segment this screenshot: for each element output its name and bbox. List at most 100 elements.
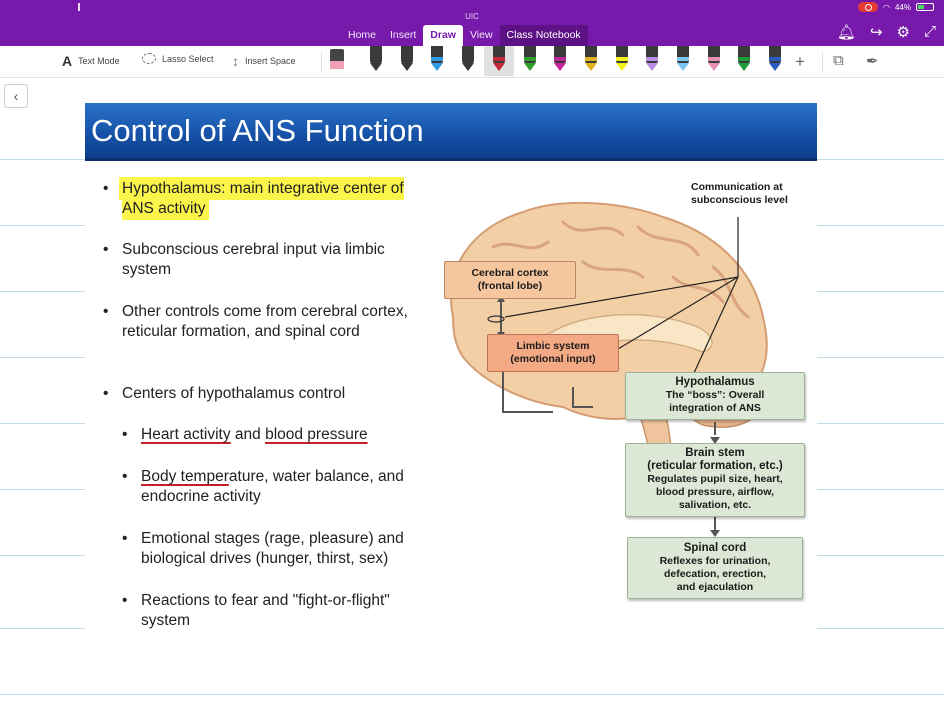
underlined-text: Heart activity [141,426,231,443]
pen-6-button[interactable] [515,46,545,76]
bell-icon[interactable]: 🔔︎ [836,24,856,41]
bullet-dot: • [122,468,128,485]
text-mode-label: Text Mode [78,56,120,66]
toolbar-divider-2 [822,52,823,72]
pen-color-band [523,57,536,61]
battery-icon [916,3,934,11]
status-cursor [78,3,80,11]
pen-tip [523,63,536,71]
wifi-icon: ◠ [883,2,890,12]
brain-stem-line3: blood pressure, airflow, [655,486,775,498]
insert-space-label: Insert Space [245,56,296,66]
ruled-line [0,694,944,695]
add-pen-icon[interactable]: + [795,52,805,71]
pen-5-button[interactable] [483,46,514,76]
screen-record-icon [858,2,878,12]
pen-14-button[interactable] [760,46,790,76]
bullet-text: Centers of hypothalamus control [122,385,346,402]
pen-color-band [370,57,382,61]
brain-stem-line4: salivation, etc. [678,499,752,511]
bullet-text: Heart activity and blood pressure [141,425,441,445]
cerebral-cortex-box: Cerebral cortex (frontal lobe) [444,261,576,299]
text-mode-icon: A [62,53,73,69]
pen-1-button[interactable] [361,46,391,76]
pen-color-band [462,57,475,61]
tab-class-notebook[interactable]: Class Notebook [499,25,588,46]
bullet-dot: • [103,303,109,320]
pen-color-band [707,57,720,61]
limbic-line1: Limbic system [516,340,590,352]
hypothalamus-line1: The “boss”: Overall [665,389,765,401]
pen-color-band [615,57,628,61]
underlined-text: Body temper [141,468,229,485]
ribbon-tabs: Home Insert Draw View Class Notebook [341,25,588,46]
slide-title: Control of ANS Function [91,113,424,148]
tab-view[interactable]: View [469,29,493,41]
bullet-text: Hypothalamus: main integrative center of… [122,179,432,219]
pen-tip [370,63,382,71]
pen-tip [615,63,628,71]
brain-stem-line2: Regulates pupil size, heart, [647,473,783,485]
insert-space-button[interactable]: ↕ Insert Space [232,53,296,69]
ink-to-shape-icon[interactable]: ⧉ [833,52,844,69]
slide-image[interactable]: Control of ANS Function • Hypothalamus: … [85,103,817,629]
pen-8-button[interactable] [576,46,606,76]
collapse-icon[interactable]: ⤢ [923,23,936,40]
bullet-text: Emotional stages (rage, pleasure) and bi… [141,530,404,567]
pen-4-button[interactable] [453,46,483,76]
bullet-text: Other controls come from cerebral cortex… [122,303,408,340]
spinal-cord-title: Spinal cord [683,542,747,554]
spinal-cord-line3: and ejaculation [676,581,754,593]
notebook-name: UIC [465,12,479,21]
hypothalamus-box: Hypothalamus The “boss”: Overall integra… [625,372,805,420]
communication-label: Communication at subconscious level [691,181,788,206]
hypothalamus-line2: integration of ANS [669,402,761,414]
tab-draw[interactable]: Draw [423,25,463,46]
pen-12-button[interactable] [699,46,729,76]
spinal-cord-box: Spinal cord Reflexes for urination, defe… [627,537,803,599]
pen-color-band [584,57,597,61]
pen-tip [584,63,597,71]
lasso-select-button[interactable]: Lasso Select [142,53,214,64]
pen-13-button[interactable] [729,46,759,76]
pen-tip [738,63,751,71]
eraser-icon[interactable] [330,49,344,69]
ink-replay-icon[interactable]: ✒ [866,53,879,70]
tab-home[interactable]: Home [348,29,377,41]
battery-percent: 44% [894,2,911,12]
bullet-text: Reactions to fear and "fight-or-flight" … [141,592,390,629]
tab-insert[interactable]: Insert [390,29,417,41]
toolbar-divider [321,52,322,72]
pen-3-button[interactable] [422,46,452,76]
arrow-head [710,437,720,444]
bullet-dot: • [122,530,128,547]
share-icon[interactable]: ↪ [869,24,883,41]
brain-stem-box: Brain stem (reticular formation, etc.) R… [625,443,805,517]
cerebral-cortex-line1: Cerebral cortex [471,267,549,279]
text: ature, water balance, and endocrine acti… [141,468,404,505]
pen-7-button[interactable] [545,46,575,76]
gear-icon[interactable]: ⚙ [896,24,910,41]
pen-color-band [431,57,444,61]
bullet-dot: • [122,592,128,609]
pen-color-band [738,57,751,61]
pen-color-band [769,57,782,61]
comm-line [612,276,739,353]
slide-title-bar: Control of ANS Function [85,103,817,161]
hypothalamus-title: Hypothalamus [675,376,755,388]
pen-tip [677,63,689,71]
arrow-head [710,530,720,537]
pen-10-button[interactable] [637,46,667,76]
pen-tip [554,63,567,71]
pen-9-button[interactable] [607,46,637,76]
bullet-text: Body temperature, water balance, and end… [141,467,441,507]
spinal-cord-line1: Reflexes for urination, [659,555,771,567]
top-right-icons: 🔔︎ ↪ ⚙ ⤢ [837,23,936,41]
text-mode-button[interactable]: A Text Mode [62,53,120,69]
bullet-text: Subconscious cerebral input via limbic s… [122,241,385,278]
back-button[interactable]: ‹ [4,84,28,108]
pen-11-button[interactable] [668,46,698,76]
pen-2-button[interactable] [392,46,422,76]
pen-color-band [492,57,505,61]
brain-stem-title: Brain stem [685,447,745,459]
